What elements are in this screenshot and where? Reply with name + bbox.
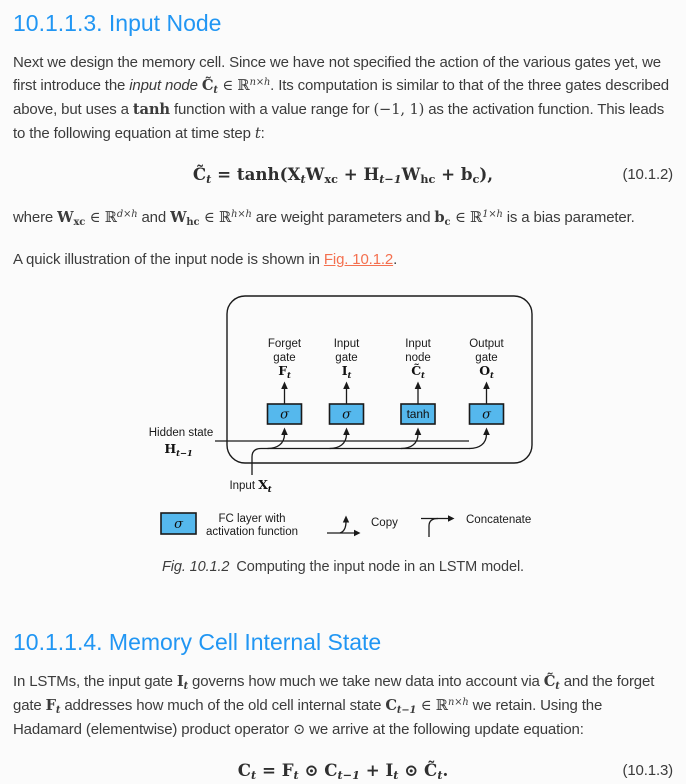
sigma-label: σ xyxy=(342,408,352,423)
concatenate-icon xyxy=(421,515,455,538)
arrowhead xyxy=(414,427,422,436)
arrowhead xyxy=(343,427,350,436)
fc-box-output-gate xyxy=(468,403,505,425)
fc-box-input-node xyxy=(400,403,436,425)
figure-caption-number: Fig. 10.1.2 xyxy=(161,559,230,576)
svg-text:C̃t: C̃t xyxy=(411,363,425,381)
branch-wire-output xyxy=(469,434,488,450)
legend-copy-label: Copy xyxy=(371,517,398,529)
arrowhead xyxy=(343,381,350,390)
svg-text:Ht−1: Ht−1 xyxy=(164,441,192,459)
svg-text:gate: gate xyxy=(475,352,497,364)
svg-text:Ot: Ot xyxy=(479,363,494,381)
figure-caption: Fig. 10.1.2 Computing the input node in a… xyxy=(13,556,673,579)
section-heading-memory-cell: 10.1.1.4. Memory Cell Internal State xyxy=(13,628,382,655)
svg-text:Input: Input xyxy=(405,338,431,350)
svg-text:node: node xyxy=(405,352,431,364)
sigma-label: σ xyxy=(482,408,492,423)
legend-fc-text-line1: FC layer with xyxy=(218,513,285,525)
paragraph-figure-ref: A quick illustration of the input node i… xyxy=(13,250,398,268)
equation-10-1-2: C̃t = tanh(XtWxc + Ht−1Whc + bc), xyxy=(192,163,494,186)
legend-fc-text-line2: activation function xyxy=(206,526,298,538)
arrowhead xyxy=(483,381,490,390)
lstm-figure: σ σ tanh σ Forget gate Ft Input gate It … xyxy=(13,286,673,579)
equation-row-10-1-3: Ct = Ft ⊙ Ct−1 + It ⊙ C̃t. (10.1.3) xyxy=(13,757,673,784)
legend-sigma-label: σ xyxy=(174,517,184,532)
arrowhead xyxy=(414,381,422,390)
equation-row-10-1-2: C̃t = tanh(XtWxc + Ht−1Whc + bc), (10.1.… xyxy=(13,161,673,189)
input-wire xyxy=(251,448,470,476)
tanh-label: tanh xyxy=(407,407,430,421)
svg-text:Input: Input xyxy=(334,338,360,350)
label-output-gate: Output gate Ot xyxy=(469,338,504,381)
branch-wire-node xyxy=(400,434,419,450)
figure-caption-text: Computing the input node in an LSTM mode… xyxy=(236,559,524,576)
equation-number-10-1-2: (10.1.2) xyxy=(622,165,674,183)
svg-text:Hidden state: Hidden state xyxy=(149,427,214,439)
fc-box-input-gate xyxy=(328,403,365,425)
label-hidden-state: Hidden state Ht−1 xyxy=(149,427,214,459)
label-input-gate: Input gate It xyxy=(334,338,360,381)
arrowhead xyxy=(281,381,288,390)
equation-10-1-3: Ct = Ft ⊙ Ct−1 + It ⊙ C̃t. xyxy=(237,759,449,782)
equation-number-10-1-3: (10.1.3) xyxy=(622,761,674,779)
section-heading-input-node: 10.1.1.3. Input Node xyxy=(13,10,222,36)
arrowhead xyxy=(483,427,490,436)
label-input-node: Input node C̃t xyxy=(405,338,431,381)
branch-wire-forget xyxy=(267,434,286,450)
fig-reference-link[interactable]: Fig. 10.1.2 xyxy=(323,250,394,268)
svg-text:gate: gate xyxy=(335,352,357,364)
lstm-diagram: σ σ tanh σ Forget gate Ft Input gate It … xyxy=(149,295,533,538)
branch-wire-input xyxy=(329,434,348,450)
svg-text:Ft: Ft xyxy=(278,363,291,381)
svg-text:Output: Output xyxy=(469,338,504,350)
paragraph-memory-cell: In LSTMs, the input gate It governs how … xyxy=(13,672,655,739)
svg-text:Forget: Forget xyxy=(268,338,302,350)
legend-fc-box xyxy=(160,512,197,535)
legend-concatenate-label: Concatenate xyxy=(466,514,531,526)
svg-text:gate: gate xyxy=(273,352,295,364)
paragraph-parameters: where Wxc ∈ ℝd×h and Whc ∈ ℝh×h are weig… xyxy=(13,209,635,229)
svg-text:It: It xyxy=(342,363,352,381)
copy-icon xyxy=(327,515,361,537)
legend: σ FC layer with activation function Copy… xyxy=(160,512,531,538)
label-input-x: Input Xt xyxy=(229,477,271,495)
arrowhead xyxy=(281,427,288,436)
lstm-cell-boundary xyxy=(226,295,533,464)
label-forget-gate: Forget gate Ft xyxy=(268,338,302,381)
paragraph-intro: Next we design the memory cell. Since we… xyxy=(13,53,669,142)
fc-box-forget-gate xyxy=(266,403,303,425)
sigma-label: σ xyxy=(280,408,290,423)
